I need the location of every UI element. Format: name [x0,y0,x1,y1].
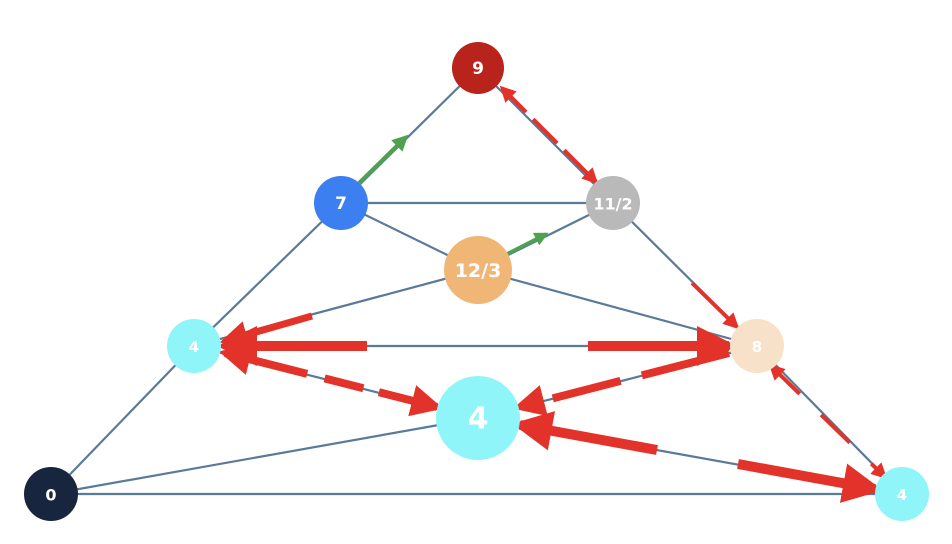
flows-layer [217,85,888,503]
node-mid-left: 4 [167,319,221,373]
node-label: 4 [468,402,489,437]
node-top: 9 [452,42,504,94]
flow-arrow-lower-center-to-bottom-right [737,459,883,503]
node-label: 4 [189,338,199,356]
flow-arrow-lower-center-mid-left [218,343,444,417]
node-label: 7 [335,194,347,214]
node-label: 11/2 [593,195,632,214]
node-circle [730,319,784,373]
flow-arrow-bottom-right-to-lower-center [512,411,658,455]
flow-arrow-center-to-upper-right [504,232,549,257]
node-circle [452,42,504,94]
node-label: 4 [897,486,907,504]
node-circle [24,467,78,521]
node-circle [444,236,512,304]
flow-arrow-mid-right-lower-center [512,349,730,417]
node-label: 0 [45,486,56,505]
node-label: 12/3 [455,260,502,282]
flow-arrow-top-upper-right [499,85,599,185]
node-label: 9 [472,59,484,79]
node-bottom-right: 4 [875,467,929,521]
node-center: 12/3 [444,236,512,304]
node-mid-right: 8 [730,319,784,373]
nodes-layer: 9 7 11/2 12/3 4 8 4 0 4 [24,42,929,521]
edge-mid-left-bottom-left [50,345,195,495]
node-upper-right: 11/2 [586,176,640,230]
flow-arrow-center-to-mid-left [219,312,313,349]
edge-upper-left-mid-left [193,202,342,347]
node-upper-left: 7 [314,176,368,230]
node-label: 8 [752,338,762,356]
node-circle [875,467,929,521]
flow-arrow-upper-right-to-mid-right [690,281,740,330]
node-circle [586,176,640,230]
edge-top-upper-right [477,67,614,204]
node-circle [314,176,368,230]
node-circle [167,319,221,373]
node-lower-center: 4 [436,376,520,460]
flow-arrow-mid-right-bottom-right [768,363,888,480]
edge-lower-center-bottom-left [50,416,479,496]
node-bottom-left: 0 [24,467,78,521]
node-circle [436,376,520,460]
flow-arrow-upper-left-to-top [357,134,409,185]
